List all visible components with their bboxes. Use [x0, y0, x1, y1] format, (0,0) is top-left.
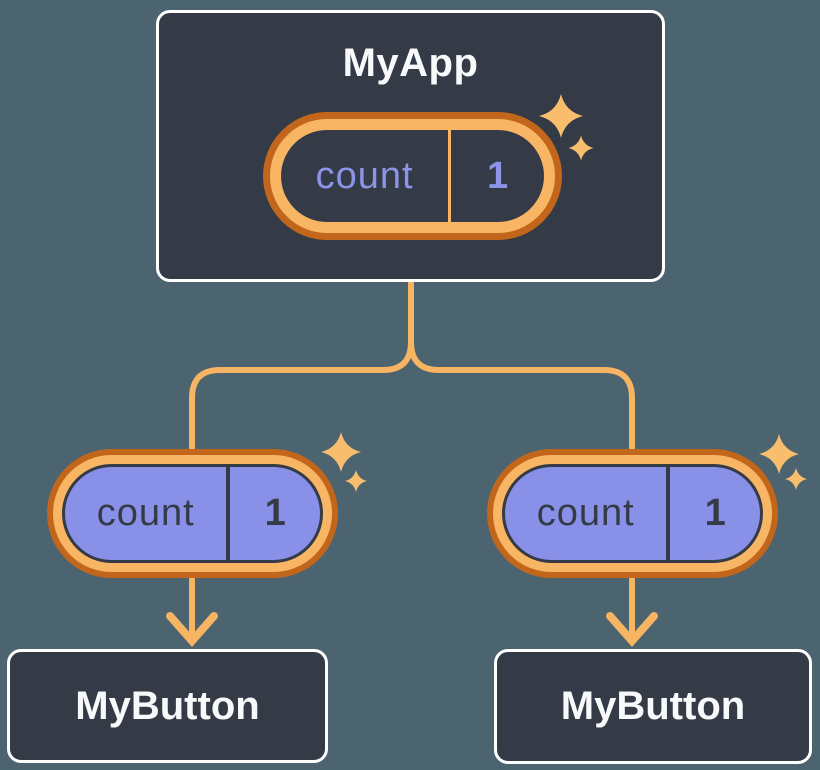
prop-name: count [536, 492, 635, 534]
node-title: MyButton [75, 683, 260, 728]
state-pill: count 1 [263, 112, 562, 240]
prop-pill-body: count 1 [62, 464, 323, 563]
arrow-down-icon [166, 612, 218, 648]
mybutton-node-right: MyButton [494, 649, 812, 764]
pill-divider [666, 467, 671, 560]
prop-pill-left: count 1 [47, 449, 338, 578]
prop-pill-right: count 1 [487, 449, 778, 578]
prop-value: 1 [704, 492, 726, 534]
node-title: MyButton [560, 684, 746, 728]
mybutton-node-left: MyButton [7, 649, 328, 763]
pill-divider [448, 130, 452, 222]
state-pill-body: count 1 [281, 130, 544, 222]
state-name: count [315, 154, 414, 197]
state-value: 1 [487, 154, 509, 197]
arrow-down-icon [606, 612, 658, 648]
node-title: MyApp [342, 41, 479, 85]
prop-pill-body: count 1 [502, 464, 763, 563]
prop-name: count [96, 492, 195, 534]
prop-value: 1 [264, 492, 286, 534]
